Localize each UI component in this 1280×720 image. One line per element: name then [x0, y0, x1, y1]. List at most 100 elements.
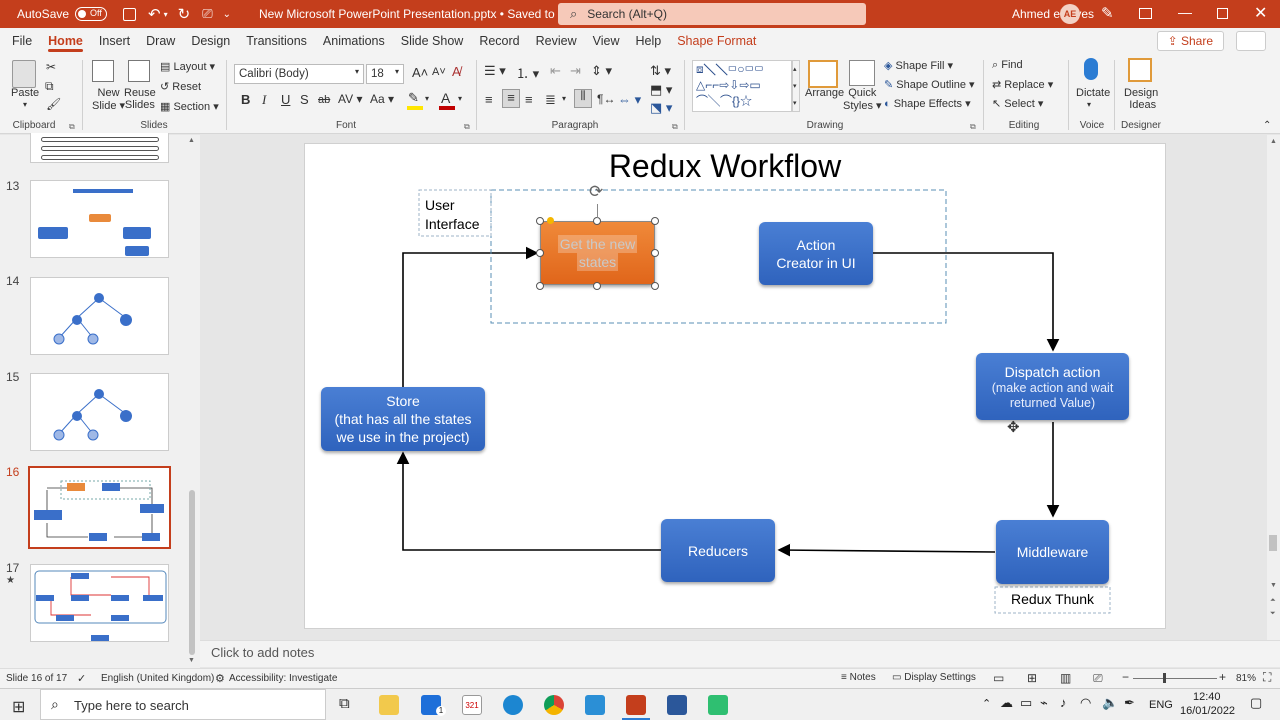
convert-smartart-icon[interactable]: ⇔ ▾ [618, 92, 642, 107]
resize-handle[interactable] [593, 282, 601, 290]
fit-to-window-icon[interactable]: ⛶ [1263, 670, 1272, 684]
minimize-icon[interactable]: — [1178, 4, 1192, 20]
tab-slide-show[interactable]: Slide Show [400, 34, 464, 48]
align-right-icon[interactable]: ≡ [525, 92, 533, 107]
calendar-icon[interactable]: 321 [462, 695, 482, 715]
align-center-icon[interactable]: ≡ [502, 89, 520, 108]
font-color-dropdown-icon[interactable]: ▾ [458, 94, 463, 103]
smartart-icon[interactable]: ⬔ ▾ [650, 100, 673, 115]
zoom-level[interactable]: 81% [1236, 673, 1257, 684]
justify-icon[interactable]: ≣ [545, 92, 556, 107]
dispatch-action-box[interactable]: Dispatch action (make action and wait re… [976, 353, 1129, 420]
accessibility-icon[interactable]: ⚙ [215, 673, 225, 685]
shape-outline-button[interactable]: ✎ Shape Outline ▾ [884, 79, 975, 91]
slide-show-icon[interactable]: ⎚ [1093, 671, 1103, 685]
tab-view[interactable]: View [592, 34, 620, 48]
tab-file[interactable]: File [12, 34, 33, 48]
show-hidden-icons-icon[interactable]: ⌃ [982, 698, 992, 710]
customize-toolbar-icon[interactable]: ⌄ [222, 8, 232, 20]
previous-slide-icon[interactable]: ⏶ [1270, 597, 1276, 604]
comments-button[interactable] [1236, 31, 1266, 51]
paste-dropdown-icon[interactable]: ▾ [23, 100, 28, 109]
font-size-field[interactable]: 18 [366, 64, 404, 84]
document-title[interactable]: New Microsoft PowerPoint Presentation.pp… [259, 7, 597, 21]
resize-handle[interactable] [593, 217, 601, 225]
file-explorer-icon[interactable] [379, 695, 399, 715]
clipboard-launcher-icon[interactable]: ⧉ [69, 122, 75, 131]
format-painter-icon[interactable]: 🖌 [46, 97, 62, 111]
pen-workspace-icon[interactable]: ✒ [1124, 695, 1135, 710]
shadow-icon[interactable]: S [300, 92, 309, 107]
editor-scroll-down-icon[interactable]: ▼ [1270, 582, 1277, 589]
paste-icon[interactable] [12, 60, 36, 88]
thumbnail-scroll-down-icon[interactable]: ▼ [188, 657, 195, 664]
editor-scroll-thumb[interactable] [1269, 535, 1277, 551]
pen-icon[interactable]: ✎ [1101, 5, 1114, 22]
microphone-icon[interactable] [1084, 58, 1098, 80]
tab-transitions[interactable]: Transitions [246, 34, 307, 48]
cut-icon[interactable]: ✂ [46, 60, 57, 74]
shape-fill-button[interactable]: ◈ Shape Fill ▾ [884, 60, 954, 72]
notes-button[interactable]: ≡ Notes [841, 672, 876, 683]
tab-home[interactable]: Home [40, 28, 91, 54]
tab-shape-format[interactable]: Shape Format [677, 34, 757, 48]
copy-icon[interactable]: ⧉ [45, 79, 54, 93]
zoom-slider-thumb[interactable] [1163, 673, 1166, 683]
strikethrough-button[interactable]: ab [318, 94, 331, 106]
bullets-icon[interactable]: ☰ ▾ [484, 63, 506, 78]
avatar[interactable]: AE [1060, 4, 1080, 24]
search-box[interactable]: ⌕ Search (Alt+Q) [558, 3, 866, 25]
reuse-slides-icon[interactable] [128, 60, 150, 82]
clock-time[interactable]: 12:40 [1193, 691, 1221, 703]
clear-formatting-icon[interactable]: A̸ [452, 64, 461, 79]
replace-button[interactable]: ⇄ Replace ▾ [992, 79, 1054, 91]
ribbon-display-icon[interactable] [1139, 8, 1152, 19]
get-new-states-shape[interactable]: Get the new states [540, 221, 655, 285]
highlight-dropdown-icon[interactable]: ▾ [425, 94, 430, 103]
taskbar-search[interactable]: ⌕ Type here to search [40, 689, 326, 720]
thumbnail-scroll-up-icon[interactable]: ▲ [188, 137, 195, 144]
tab-record[interactable]: Record [479, 34, 520, 48]
zoom-in-icon[interactable]: + [1219, 670, 1227, 684]
powerpoint-icon[interactable] [626, 695, 646, 715]
action-creator-box[interactable]: Action Creator in UI [759, 222, 873, 285]
paste-button[interactable]: Paste [11, 87, 40, 99]
slide-thumbnail-17[interactable] [30, 564, 169, 642]
increase-indent-icon[interactable]: ⇥ [570, 63, 581, 78]
normal-view-icon[interactable]: ▭ [993, 671, 1005, 685]
wifi-icon[interactable]: ◠ [1080, 695, 1092, 710]
dictate-dropdown-icon[interactable]: ▾ [1087, 100, 1092, 109]
rtl-icon[interactable]: ¶↔ [597, 92, 616, 106]
undo-dropdown-icon[interactable]: ▾ [163, 9, 168, 19]
share-button[interactable]: ⇪ Share [1156, 31, 1224, 51]
slide-title[interactable]: Redux Workflow [608, 148, 842, 184]
chrome-icon[interactable] [544, 695, 564, 715]
close-icon[interactable]: ✕ [1254, 5, 1268, 22]
maximize-icon[interactable] [1217, 8, 1228, 19]
arrange-button[interactable]: Arrange [805, 87, 845, 99]
next-slide-icon[interactable]: ⏷ [1270, 610, 1276, 617]
redux-thunk-label[interactable]: Redux Thunk [1010, 591, 1094, 607]
design-ideas-icon[interactable] [1128, 58, 1152, 82]
redo-icon[interactable]: ↻ [177, 6, 191, 23]
editor-scrollbar[interactable] [1267, 135, 1280, 640]
input-language[interactable]: ENG [1149, 699, 1173, 711]
shapes-gallery-scroll[interactable]: ▴▾▾ [792, 60, 800, 112]
font-launcher-icon[interactable]: ⧉ [464, 122, 470, 131]
resize-handle[interactable] [536, 217, 544, 225]
tab-animations[interactable]: Animations [322, 34, 385, 48]
thumbnail-scroll-thumb[interactable] [189, 490, 195, 655]
store-box[interactable]: Store (that has all the states we use in… [321, 387, 485, 451]
resize-handle[interactable] [536, 282, 544, 290]
clock-date[interactable]: 16/01/2022 [1180, 705, 1236, 717]
editor-scroll-up-icon[interactable]: ▲ [1270, 138, 1277, 145]
change-case-icon[interactable]: Aa ▾ [370, 92, 395, 106]
undo-icon[interactable]: ↶ [148, 6, 161, 23]
italic-button[interactable]: I [262, 92, 267, 107]
language-indicator[interactable]: English (United Kingdom) [101, 673, 215, 684]
notifications-icon[interactable]: ▢ [1250, 695, 1263, 710]
